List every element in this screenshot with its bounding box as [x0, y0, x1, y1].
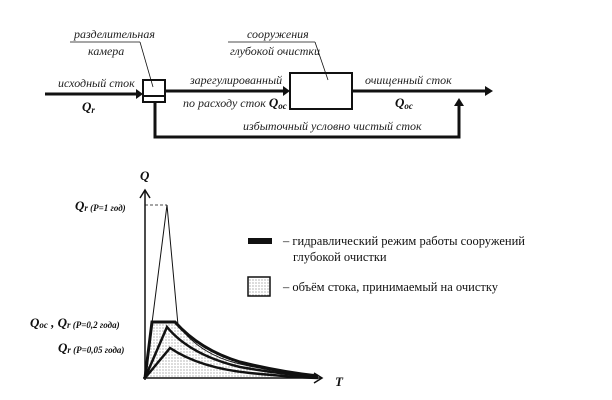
flow-scheme: разделительная камера сооружения глубоко… [45, 27, 493, 139]
bypass-line [153, 102, 461, 139]
bypass-arrow-icon [454, 98, 464, 106]
inflow-arrow-icon [136, 89, 143, 99]
bypass-label: избыточный условно чистый сток [243, 119, 422, 133]
chamber-label-2: камера [88, 44, 124, 58]
regulated-arrow-icon [283, 86, 290, 96]
hydrograph-p005 [144, 346, 319, 380]
plant-label-1: сооружения [247, 27, 309, 41]
label-q-p005: Qr (P=0,05 года) [58, 340, 124, 355]
legend-line-text-1: – гидравлический режим работы сооружений [282, 234, 525, 248]
x-axis-arrow-icon [313, 372, 324, 384]
plant-leader [314, 41, 329, 81]
legend: – гидравлический режим работы сооружений… [247, 234, 525, 297]
label-q-p1: Qr (P=1 год) [75, 198, 126, 213]
y-axis-arrow-icon [139, 188, 151, 199]
y-axis-label: Q [140, 168, 150, 183]
chamber-label-1: разделительная [73, 27, 155, 41]
plant-label-2: глубокой очистки [230, 44, 320, 58]
legend-line-text-2: глубокой очистки [293, 250, 387, 264]
legend-fill-swatch [247, 276, 271, 297]
outflow-arrow-icon [485, 86, 493, 96]
hydrograph-p02 [143, 324, 319, 379]
deep-treatment-plant [289, 72, 353, 110]
hydrograph: Q T Qr (P=1 год) Qoc , Qr (P=0,2 года) Q… [30, 168, 344, 389]
label-qoc-p02: Qoc , Qr (P=0,2 года) [30, 315, 120, 330]
legend-line-swatch [248, 238, 272, 244]
hydrograph-regime [143, 320, 319, 379]
outflow-q: Qoc [395, 95, 413, 111]
regulated-label-2: по расходу сток Qoc [183, 95, 287, 111]
separation-chamber [142, 79, 166, 103]
outflow-label: очищенный сток [365, 73, 452, 87]
chamber-leader [139, 41, 154, 88]
inflow-q: Qr [82, 99, 95, 115]
legend-fill-text: – объём стока, принимаемый на очистку [282, 280, 499, 294]
regulated-label-1: зарегулированный [189, 73, 282, 87]
x-axis-label: T [335, 374, 344, 389]
inflow-label: исходный сток [58, 76, 135, 90]
